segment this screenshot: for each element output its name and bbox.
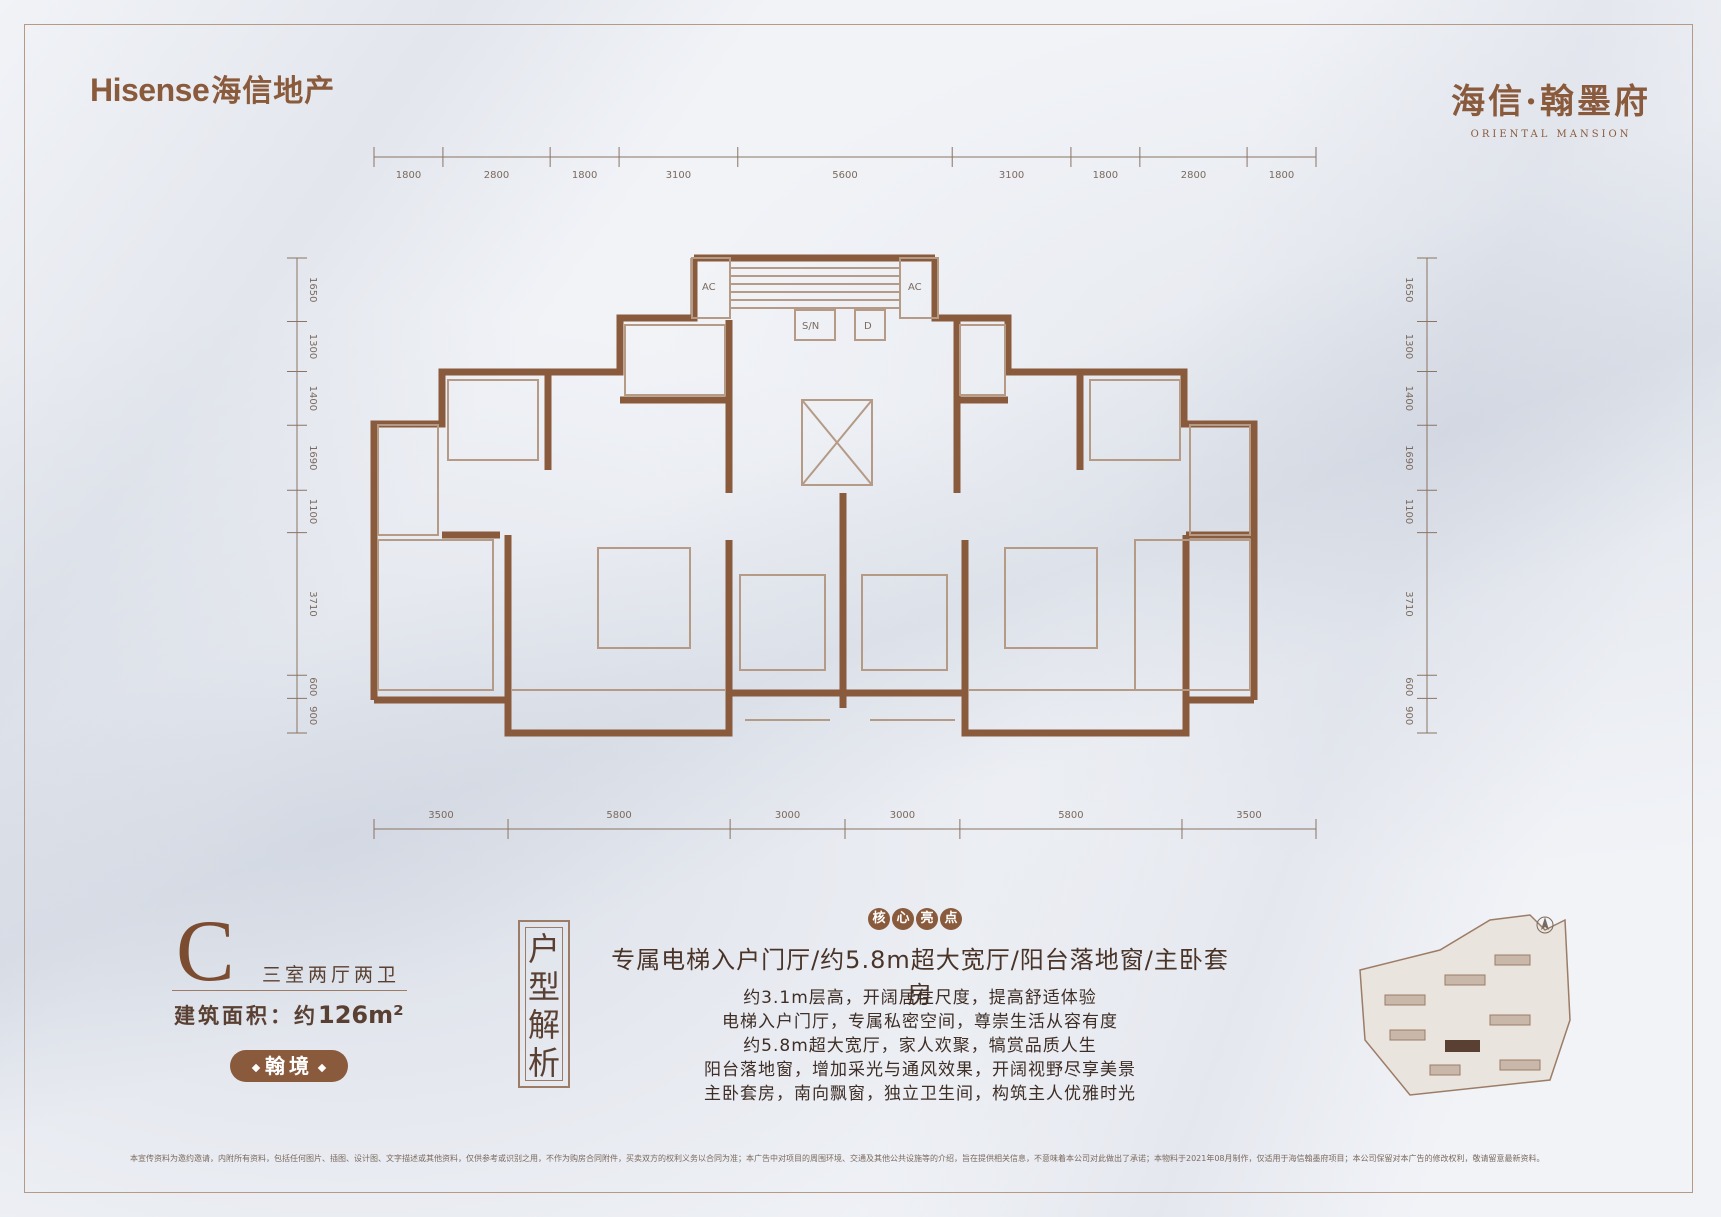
core-char: 核	[868, 908, 890, 930]
core-highlights-badge: 核 心 亮 点	[868, 908, 962, 930]
right-dimension-label: 1300	[1403, 334, 1414, 359]
right-dimension-label: 600	[1403, 677, 1414, 696]
building-block	[1444, 974, 1486, 986]
top-dimension-label: 5600	[832, 170, 857, 181]
right-dimension-label: 1650	[1403, 277, 1414, 302]
highlight-point: 约3.1m层高，开阔居住尺度，提高舒适体验	[743, 988, 1097, 1008]
bottom-dimension-label: 3000	[775, 810, 800, 821]
plan-labels: AC AC S/N D	[702, 282, 922, 332]
top-dimension-label: 1800	[1093, 170, 1118, 181]
project-logo: 海信·翰墨府 ORIENTAL MANSION	[1451, 74, 1651, 140]
right-dimension-label: 3710	[1403, 591, 1414, 616]
site-plan-map	[1359, 914, 1571, 1096]
right-dimension-label: 1100	[1403, 499, 1414, 524]
right-dimension-label: 900	[1403, 706, 1414, 725]
project-subtitle: ORIENTAL MANSION	[1470, 129, 1632, 140]
page-frame	[24, 24, 1693, 1193]
area-label: 建筑面积：约	[174, 1004, 318, 1028]
diamond-icon	[251, 1063, 261, 1072]
badge-label: 翰境	[265, 1054, 313, 1078]
bottom-dimension-label: 5800	[1058, 810, 1083, 821]
bottom-dimension-label: 5800	[606, 810, 631, 821]
building-block	[1429, 1064, 1461, 1076]
top-dimension-label: 3100	[666, 170, 691, 181]
highlight-point: 电梯入户门厅，专属私密空间，尊崇生活从容有度	[722, 1012, 1118, 1032]
unit-layout: 三室两厅两卫	[262, 964, 401, 986]
building-block	[1494, 954, 1531, 966]
left-dimension-label: 1690	[307, 445, 318, 470]
building-block	[1384, 994, 1426, 1006]
core-char: 点	[940, 908, 962, 930]
unit-type-letter: C	[176, 903, 235, 1000]
right-dimension-line: 1650 1300 1400 1690 1100 3710 600 900	[1403, 257, 1437, 734]
ac-label-left: AC	[702, 282, 716, 293]
core-char: 亮	[916, 908, 938, 930]
highlighted-building	[1445, 1040, 1480, 1052]
top-dimension-label: 3100	[999, 170, 1024, 181]
analysis-title-box: 户型解析	[518, 920, 570, 1088]
left-dimension-label: 1400	[307, 386, 318, 411]
ac-label-right: AC	[908, 282, 922, 293]
analysis-title-char: 析	[527, 1044, 560, 1082]
analysis-title: 户型解析	[520, 930, 568, 1082]
wall-thin	[377, 257, 1251, 721]
left-dimension-line: 1650 1300 1400 1690 1100 3710 600 900	[287, 257, 318, 734]
building-block	[1499, 1059, 1541, 1071]
analysis-title-inner-border	[525, 927, 563, 1081]
bottom-dimension-label: 3500	[428, 810, 453, 821]
building-block	[1389, 1029, 1426, 1041]
divider	[172, 990, 407, 991]
left-dimension-label: 1100	[307, 499, 318, 524]
unit-area: 建筑面积：约126m²	[174, 1000, 404, 1030]
area-value: 126m²	[318, 1001, 404, 1029]
core-char: 心	[892, 908, 914, 930]
right-dimension-label: 1690	[1403, 445, 1414, 470]
bottom-dimension-label: 3500	[1236, 810, 1261, 821]
bottom-dimension-line: 3500 5800 3000 3000 5800 3500	[373, 810, 1317, 839]
brand-cn: 海信地产	[211, 75, 336, 108]
analysis-title-char: 户	[527, 930, 560, 968]
north-arrow-icon	[1536, 916, 1554, 934]
sn-label: S/N	[802, 321, 819, 332]
top-dimension-line: 1800 2800 1800 3100 5600 3100 1800 2800 1800	[373, 147, 1317, 181]
left-dimension-label: 1650	[307, 277, 318, 302]
building-block	[1489, 1014, 1531, 1026]
highlight-points: 约3.1m层高，开阔居住尺度，提高舒适体验 电梯入户门厅，专属私密空间，尊崇生活…	[600, 986, 1240, 1106]
right-dimension-label: 1400	[1403, 386, 1414, 411]
highlight-point: 约5.8m超大宽厅，家人欢聚，犒赏品质人生	[743, 1036, 1097, 1056]
left-dimension-label: 1300	[307, 334, 318, 359]
analysis-title-char: 型	[527, 968, 560, 1006]
left-dimension-label: 600	[307, 677, 318, 696]
highlight-point: 阳台落地窗，增加采光与通风效果，开阔视野尽享美景	[704, 1060, 1136, 1080]
brand-en: Hisense	[90, 72, 210, 108]
project-name: 海信·翰墨府	[1451, 82, 1651, 122]
developer-logo: Hisense海信地产	[90, 66, 335, 110]
left-dimension-label: 3710	[307, 591, 318, 616]
top-dimension-label: 2800	[1181, 170, 1206, 181]
top-dimension-label: 1800	[572, 170, 597, 181]
left-dimension-label: 900	[307, 706, 318, 725]
top-dimension-label: 1800	[396, 170, 421, 181]
top-dimension-label: 2800	[484, 170, 509, 181]
highlights-headline: 专属电梯入户门厅/约5.8m超大宽厅/阳台落地窗/主卧套房	[611, 946, 1229, 1009]
diamond-icon	[317, 1063, 327, 1072]
series-badge: 翰境	[230, 1050, 348, 1082]
d-label: D	[864, 321, 872, 332]
analysis-title-char: 解	[527, 1006, 560, 1044]
highlight-point: 主卧套房，南向飘窗，独立卫生间，构筑主人优雅时光	[704, 1084, 1136, 1104]
top-dimension-label: 1800	[1269, 170, 1294, 181]
legal-disclaimer: 本宣传资料为邀约邀请，内附所有资料，包括任何图片、插图、设计图、文字描述或其他资…	[130, 1154, 1545, 1163]
bottom-dimension-label: 3000	[890, 810, 915, 821]
